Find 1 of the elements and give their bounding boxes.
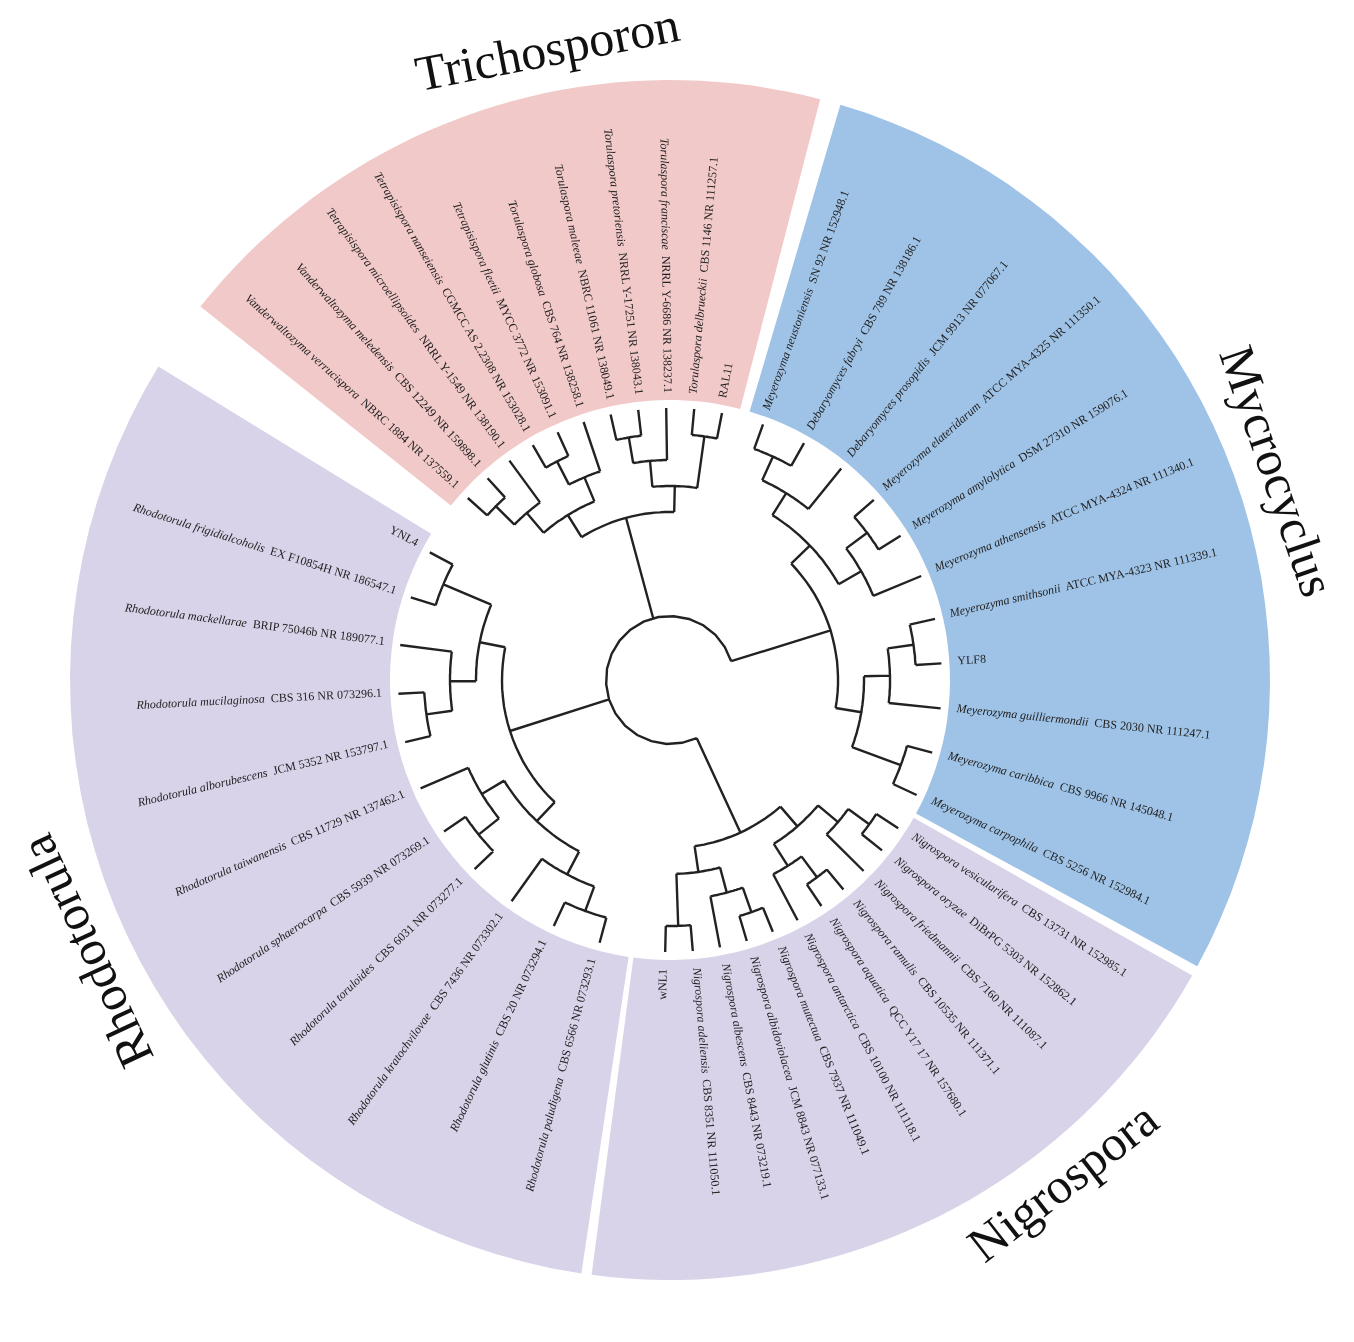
clade-name: Trichosporon bbox=[411, 0, 685, 105]
